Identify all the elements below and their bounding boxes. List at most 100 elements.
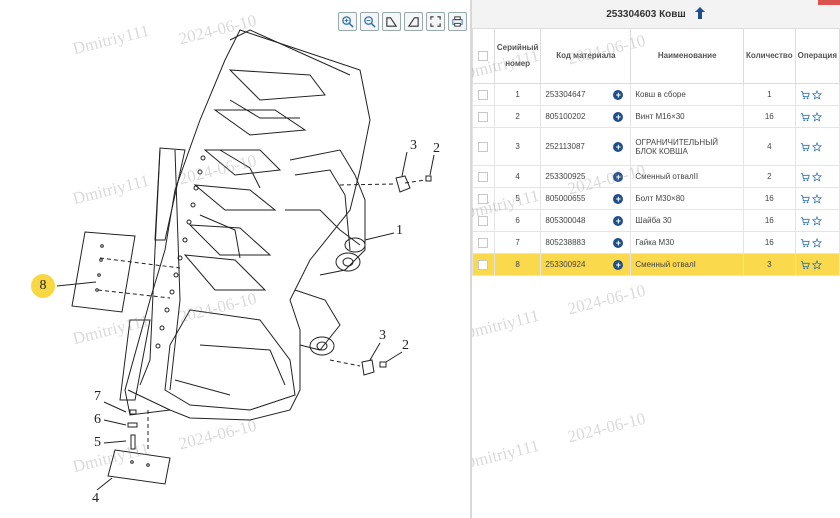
rotate-right-icon[interactable] [404,12,423,31]
row-checkbox-cell[interactable] [472,165,495,188]
row-checkbox[interactable] [478,141,489,152]
code-cell: 253300924 + [540,253,632,276]
callout-6: 6 [94,412,101,427]
row-checkbox-cell[interactable] [472,105,495,128]
name-cell: Гайка М30 [630,231,744,254]
cart-icon[interactable] [800,216,810,225]
row-checkbox-cell[interactable] [472,209,495,232]
star-icon[interactable] [811,171,822,182]
row-checkbox[interactable] [478,259,489,270]
add-to-list-icon[interactable]: + [613,259,624,270]
code-cell: 253300925 + [540,165,632,188]
navigate-up-icon[interactable] [694,6,706,23]
code-cell: 805000655+ [540,187,632,210]
star-icon[interactable] [811,193,822,204]
qty-cell: 16 [743,209,796,232]
row-checkbox[interactable] [478,193,489,204]
cart-icon[interactable] [800,260,810,269]
ops-cell [794,187,840,210]
cart-icon[interactable] [800,194,810,203]
star-icon[interactable] [811,259,822,270]
watermark-user: Dmitriy111 [472,305,542,344]
serial-cell: 7 [493,231,542,254]
callout-7: 7 [94,389,101,404]
name-cell: Сменный отвалII [630,165,744,188]
ops-cell [794,127,840,166]
cart-icon[interactable] [800,172,810,181]
add-to-list-icon[interactable]: + [613,141,624,152]
cart-icon[interactable] [800,238,810,247]
ops-cell [794,165,840,188]
fit-screen-icon[interactable] [426,12,445,31]
callout-2-lower: 2 [402,338,409,353]
row-checkbox-cell[interactable] [472,127,495,166]
star-icon[interactable] [811,237,822,248]
row-checkbox[interactable] [478,171,489,182]
watermark-date: 2024-06-10 [565,408,648,447]
name-cell: Сменный отвалI [630,253,744,276]
ops-cell [794,83,840,106]
add-to-list-icon[interactable]: + [613,237,624,248]
material-code: 253300925 [545,172,586,181]
cart-icon[interactable] [800,142,810,151]
callout-8-highlighted[interactable]: 8 [31,274,55,298]
serial-cell: 4 [493,165,542,188]
serial-cell: 3 [493,127,542,166]
material-code: 253300924 [545,260,586,269]
col-qty[interactable]: Количество [743,28,796,84]
row-checkbox-cell[interactable] [472,83,495,106]
name-cell: Шайба 30 [630,209,744,232]
diagram-viewer[interactable]: 1 2 3 2 3 4 5 6 7 8 Dmitriy111 2024-06-1… [0,0,470,518]
row-checkbox[interactable] [478,89,489,100]
star-icon[interactable] [811,215,822,226]
row-checkbox[interactable] [478,111,489,122]
code-cell: 805100202+ [540,105,632,128]
header-accent [818,0,840,5]
add-to-list-icon[interactable]: + [613,111,624,122]
add-to-list-icon[interactable]: + [613,171,624,182]
star-icon[interactable] [811,111,822,122]
ops-cell [794,253,840,276]
select-all-checkbox[interactable] [478,51,489,61]
name-cell: Ковш в сборе [630,83,744,106]
col-code[interactable]: Код материала [540,28,632,84]
row-checkbox[interactable] [478,237,489,248]
col-name[interactable]: Наименование [630,28,744,84]
callout-1: 1 [396,223,403,238]
panel-divider[interactable] [470,0,472,518]
viewer-toolbar [338,12,467,31]
name-cell: Винт М16×30 [630,105,744,128]
qty-cell: 3 [743,253,796,276]
qty-cell: 2 [743,165,796,188]
serial-cell: 8 [493,253,542,276]
callout-5: 5 [94,435,101,450]
add-to-list-icon[interactable]: + [613,215,624,226]
print-icon[interactable] [448,12,467,31]
serial-cell: 6 [493,209,542,232]
star-icon[interactable] [811,89,822,100]
callout-3-upper: 3 [410,138,417,153]
row-checkbox-cell[interactable] [472,187,495,210]
add-to-list-icon[interactable]: + [613,193,624,204]
rotate-left-icon[interactable] [382,12,401,31]
cart-icon[interactable] [800,90,810,99]
col-serial[interactable]: Серийный номер [493,28,542,84]
zoom-out-icon[interactable] [360,12,379,31]
add-to-list-icon[interactable]: + [613,89,624,100]
star-icon[interactable] [811,141,822,152]
cart-icon[interactable] [800,112,810,121]
select-all-cell[interactable] [472,28,495,84]
watermark-user: Dmitriy111 [472,435,542,474]
row-checkbox-cell[interactable] [472,253,495,276]
row-checkbox-cell[interactable] [472,231,495,254]
row-checkbox[interactable] [478,215,489,226]
zoom-in-icon[interactable] [338,12,357,31]
